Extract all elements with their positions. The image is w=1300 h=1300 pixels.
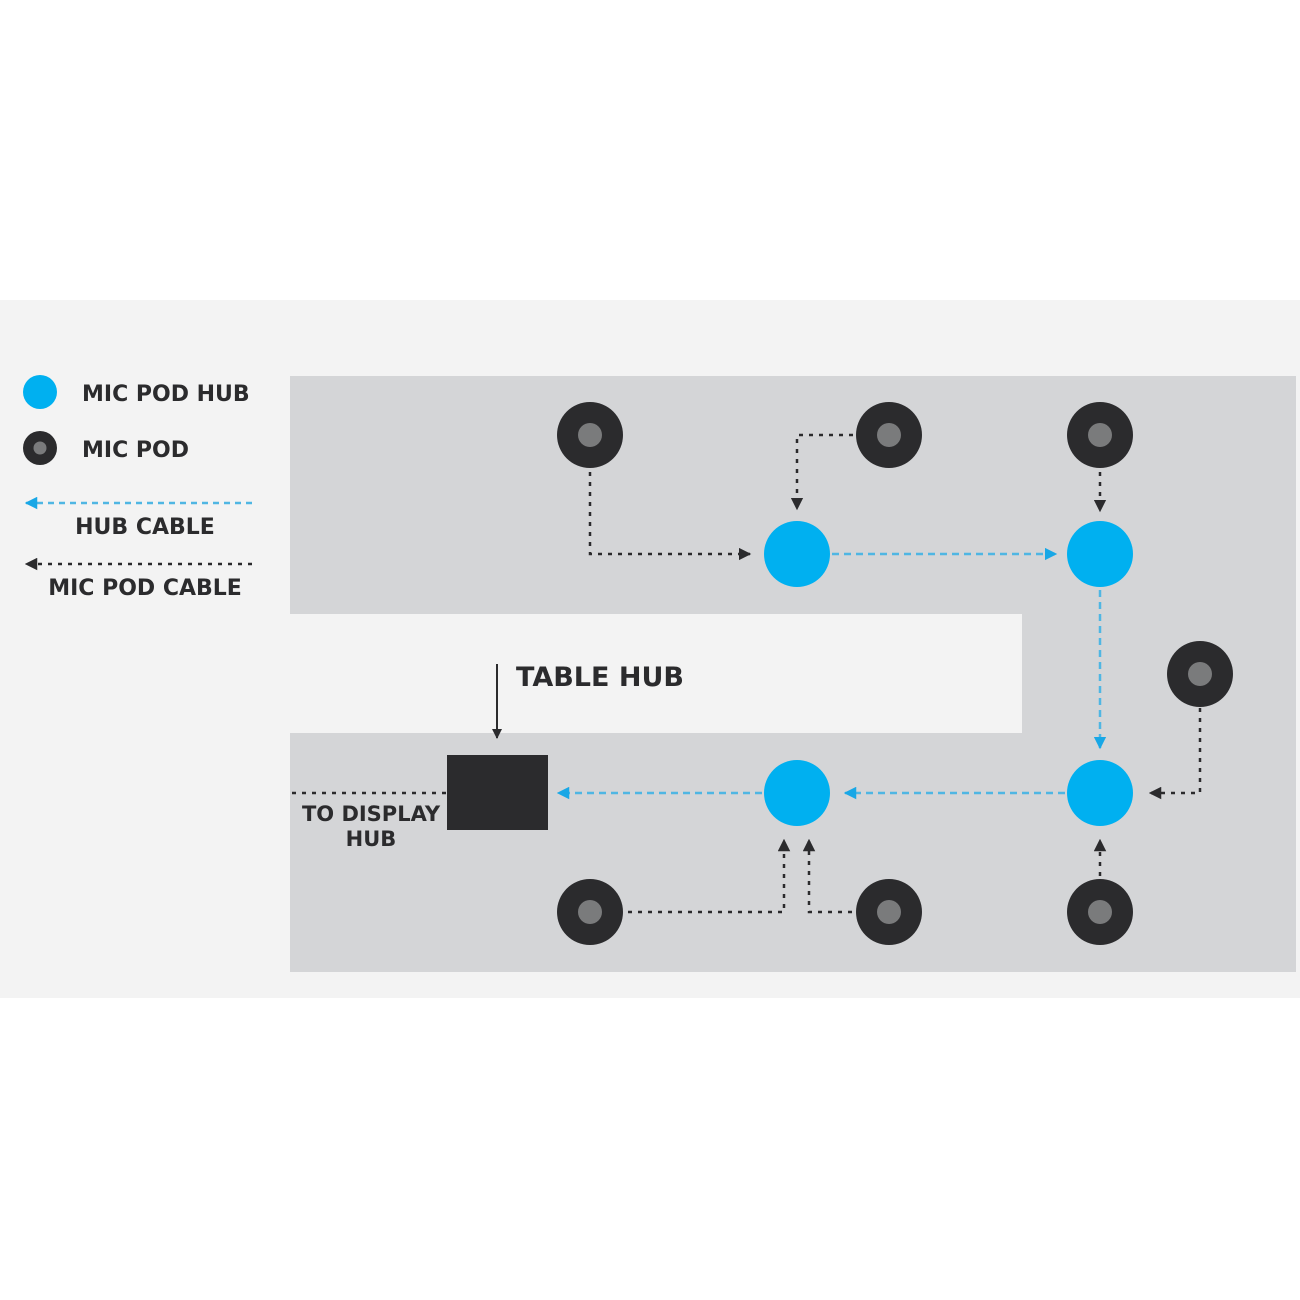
to-display-hub-label-line1: TO DISPLAY	[302, 802, 441, 826]
mic-pod-icon	[23, 431, 57, 465]
mic-pod-2	[856, 402, 922, 468]
mic-pod-4	[1167, 641, 1233, 707]
to-display-hub-label-line2: HUB	[346, 827, 397, 851]
mic-pod-3	[1067, 402, 1133, 468]
mic-pod-5	[557, 879, 623, 945]
mic-pod-hubs	[764, 521, 1133, 826]
mic-pod-hub-4	[764, 760, 830, 826]
cable-pod-1-to-hub-1	[588, 472, 752, 561]
hub-cables	[556, 547, 1107, 800]
legend: MIC POD HUB MIC POD HUB CABLE MIC POD CA…	[23, 375, 252, 601]
mic-pod-1	[557, 402, 623, 468]
legend-label-hub-cable: HUB CABLE	[75, 515, 215, 540]
mic-pod-6	[856, 879, 922, 945]
table-hub	[447, 755, 548, 830]
mic-pod-7	[1067, 879, 1133, 945]
mic-pod-hub-3	[1067, 760, 1133, 826]
mic-pod-hub-2	[1067, 521, 1133, 587]
mic-pods	[557, 402, 1233, 945]
legend-label-mic-pod: MIC POD	[82, 438, 189, 463]
mic-pod-cables	[292, 433, 1202, 914]
legend-label-mic-pod-cable: MIC POD CABLE	[48, 576, 242, 601]
cable-pod-6-to-hub-4	[802, 838, 852, 914]
legend-label-mic-pod-hub: MIC POD HUB	[82, 382, 250, 407]
mic-pod-hub-1	[764, 521, 830, 587]
mic-pod-hub-icon	[23, 375, 57, 409]
cable-pod-5-to-hub-4	[628, 838, 791, 914]
table-hub-label: TABLE HUB	[516, 662, 684, 693]
